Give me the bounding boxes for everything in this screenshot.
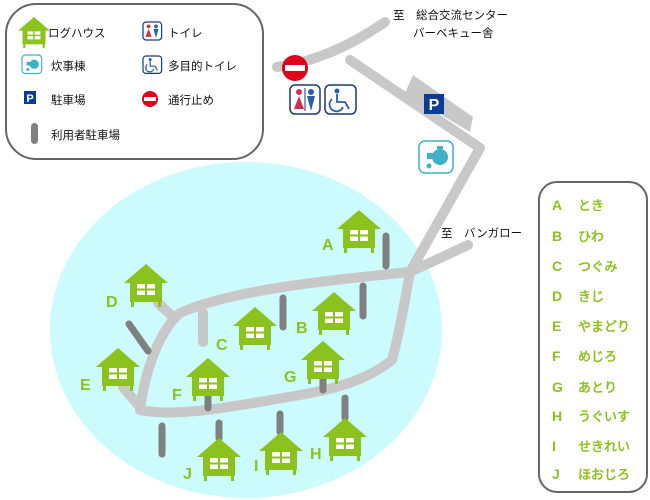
cabin-list-name: きじ (578, 290, 604, 305)
cabin-list-name: ひわ (578, 230, 604, 245)
legend-accessible-toilet: 多目的トイレ (168, 59, 237, 73)
cabin-list-item: A とき (552, 197, 604, 214)
cabin-letter: I (254, 458, 258, 475)
svg-text:P: P (429, 97, 440, 114)
road-spur-e (118, 382, 145, 412)
no-entry-icon (282, 55, 308, 81)
cabin-list-name: ほおじろ (578, 468, 630, 483)
cabin-list-item: D きじ (552, 288, 604, 305)
destination-center: 至 総合交流センター (393, 8, 508, 22)
svg-text:P: P (26, 93, 33, 105)
water-tap-icon (418, 140, 454, 174)
cabin-d: D (106, 263, 169, 311)
legend: ログハウス トイレ 炊事棟 多目的トイレ P 駐車場 通行止め 利用者駐車場 (5, 3, 264, 160)
cabin-b: B (296, 291, 357, 337)
cabin-letter: D (106, 294, 118, 311)
legend-parking: 駐車場 (51, 93, 86, 107)
cabin-list-item: I せきれい (552, 438, 630, 455)
destination-bungalow: 至 バンガロー (441, 226, 522, 240)
cabin-letter: C (216, 337, 228, 354)
user-parking-bars (125, 232, 390, 458)
cabin-list-name: やまどり (578, 320, 630, 335)
cabin-list-letter: E (552, 318, 561, 334)
cabin-i: I (254, 431, 304, 476)
cabin-list-letter: B (552, 228, 562, 244)
road-loop (135, 267, 415, 418)
legend-no-entry: 通行止め (168, 93, 214, 107)
cabin-list-item: H うぐいす (552, 408, 630, 425)
cabin-list-name: とき (578, 199, 604, 214)
toilet-legend-icon (142, 21, 163, 41)
cabin-list-name: あとり (578, 381, 617, 396)
wheelchair-legend-icon (142, 55, 163, 75)
destination-bbq: バーベキュー舎 (413, 26, 494, 40)
cabin-e: E (80, 347, 141, 394)
cabin-list-letter: H (552, 408, 562, 424)
cabin-list-name: めじろ (578, 350, 617, 365)
cabin-list-letter: A (552, 197, 562, 213)
cabin-c: C (216, 306, 278, 354)
road-main (345, 55, 485, 277)
water-tap-legend-icon (21, 54, 43, 75)
cabin-list-letter: J (552, 466, 560, 482)
cabin-letter: H (310, 446, 322, 463)
cabin-list-letter: I (552, 438, 556, 454)
cabin-list-letter: D (552, 288, 562, 304)
road-bungalow (405, 240, 473, 277)
legend-kitchen: 炊事棟 (51, 59, 86, 73)
cabin-list-letter: G (552, 379, 563, 395)
cabin-letter: J (183, 466, 192, 483)
cabin-f: F (172, 357, 231, 404)
no-entry-legend-icon (142, 91, 158, 107)
cabin-list-letter: F (552, 348, 561, 364)
cabin-letter: A (322, 237, 334, 254)
cabin-a: A (322, 209, 382, 254)
cabin-h: H (310, 417, 368, 463)
cabin-list-item: F めじろ (552, 348, 617, 365)
cabin-list-item: G あとり (552, 379, 617, 396)
legend-user-parking: 利用者駐車場 (51, 128, 120, 142)
cabin-list-name: つぐみ (578, 260, 617, 275)
legend-log-house: ログハウス (48, 26, 106, 40)
legend-toilet: トイレ (168, 26, 203, 40)
cabin-letter: E (80, 377, 91, 394)
cabin-list-letter: C (552, 258, 562, 274)
cabin-g: G (284, 340, 346, 386)
cabin-list-item: E やまどり (552, 318, 630, 335)
wheelchair-icon (324, 84, 357, 115)
cabin-letter: B (296, 320, 308, 337)
cabin-list-item: B ひわ (552, 228, 604, 245)
cabin-list-item: J ほおじろ (552, 466, 630, 483)
toilet-icon (289, 84, 321, 115)
cabin-letter: F (172, 387, 182, 404)
cabin-list-item: C つぐみ (552, 258, 617, 275)
cabin-list-name: うぐいす (578, 410, 630, 425)
parking-icon: P (424, 94, 444, 114)
user-parking-legend-icon (31, 123, 38, 144)
roads (118, 17, 485, 418)
cabin-j: J (183, 437, 242, 483)
cabin-letter: G (284, 369, 296, 386)
cabin-list-name: せきれい (578, 440, 630, 455)
parking-legend-icon (24, 91, 36, 104)
cabin-list (538, 181, 648, 493)
